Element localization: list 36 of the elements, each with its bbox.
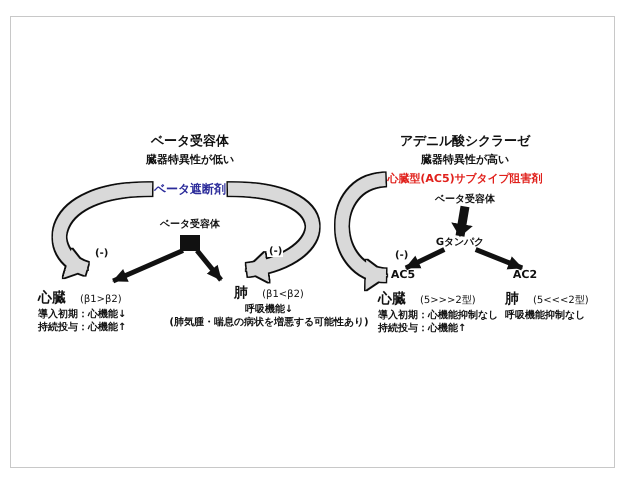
subtype-ratio: (5<<<2型) — [533, 294, 589, 308]
effect-note: 呼吸機能抑制なし — [505, 308, 586, 322]
effect-note: 導入初期：心機能↓ — [38, 308, 126, 321]
drug-label: 心臓型(AC5)サブタイプ阻害剤 — [385, 172, 545, 187]
effect-note: 導入初期：心機能抑制なし — [378, 308, 499, 322]
arrow — [451, 206, 473, 237]
effect-note: 持続投与：心機能↑ — [38, 321, 126, 335]
section-title: アデニル酸シクラーゼ — [399, 133, 532, 150]
enzyme-label: AC5 — [385, 268, 421, 283]
section-title: ベータ受容体 — [150, 132, 230, 150]
effect-note: 持続投与：心機能↑ — [378, 322, 468, 336]
drug-label: ベータ遮断剤 — [140, 181, 240, 198]
subtype-ratio: (β1>β2) — [80, 293, 122, 306]
edge-label: (-) — [268, 246, 284, 257]
arrow — [474, 247, 524, 270]
enzyme-label: AC2 — [507, 268, 543, 283]
edge-label: (-) — [94, 248, 110, 259]
molecule-label: ベータ受容体 — [415, 193, 515, 206]
receptor-label: ベータ受容体 — [159, 218, 221, 232]
organ-name: 心臓 — [38, 289, 66, 308]
section-subtitle: 臓器特異性が高い — [420, 152, 510, 167]
subtype-ratio: (5>>>2型) — [420, 294, 476, 308]
effect-note: (肺気腫・喘息の病状を増悪する可能性あり) — [168, 316, 370, 330]
subtype-ratio: (β1<β2) — [262, 288, 304, 302]
arrow — [112, 248, 184, 284]
curved-block-arrow — [53, 182, 152, 275]
section-subtitle: 臓器特異性が低い — [144, 152, 235, 167]
molecule-label: Gタンパク — [420, 236, 500, 250]
effect-note: 呼吸機能↓ — [244, 302, 294, 316]
organ-name: 肺 — [505, 290, 519, 309]
arrow — [404, 247, 446, 270]
edge-label: (-) — [394, 250, 410, 261]
organ-name: 肺 — [234, 284, 248, 303]
curved-block-arrow — [336, 173, 387, 287]
arrow — [195, 248, 223, 282]
organ-name: 心臓 — [378, 290, 406, 309]
